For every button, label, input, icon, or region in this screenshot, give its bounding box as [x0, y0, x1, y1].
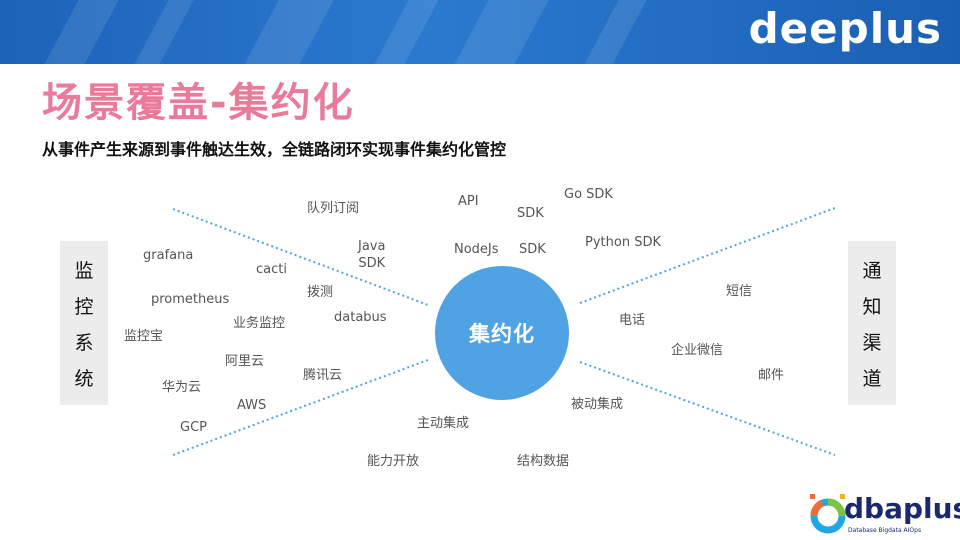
label-aws: AWS: [237, 398, 267, 413]
dbaplus-tagline: Database Bigdata AIOps: [848, 527, 922, 534]
label-go-sdk: Go SDK: [564, 187, 613, 202]
label-huawei-cloud: 华为云: [162, 380, 202, 395]
label-open-capability: 能力开放: [367, 454, 420, 469]
hub-label: 集约化: [469, 322, 535, 346]
line-top-right: [579, 207, 836, 304]
line-top-left: [172, 208, 429, 306]
label-sms: 短信: [726, 284, 753, 299]
hub-circle: 集约化: [435, 266, 569, 400]
notification-channel-box: 通 知 渠 道: [848, 241, 896, 405]
label-nodejs: NodeJs: [454, 242, 499, 257]
label-aliyun: 阿里云: [225, 354, 265, 369]
slide-subtitle: 从事件产生来源到事件触达生效，全链路闭环实现事件集约化管控: [42, 140, 507, 159]
side-char: 统: [74, 367, 94, 390]
label-wechat-work: 企业微信: [671, 343, 724, 358]
label-sdk: SDK: [517, 206, 544, 221]
label-dial-test: 拨测: [307, 285, 334, 300]
label-java-sdk: Java SDK: [358, 239, 386, 271]
side-char: 监: [74, 259, 94, 282]
slide-title: 场景覆盖-集约化: [42, 80, 355, 126]
line-bottom-left: [172, 359, 429, 456]
label-active-integration: 主动集成: [417, 416, 470, 431]
side-char: 渠: [862, 331, 882, 354]
label-grafana: grafana: [143, 248, 194, 263]
label-queue-subscribe: 队列订阅: [307, 201, 360, 216]
deeplus-logo: deeplus: [748, 4, 942, 53]
label-sdk-2: SDK: [519, 242, 546, 257]
label-python-sdk: Python SDK: [585, 235, 661, 250]
monitoring-system-box: 监 控 系 统: [60, 241, 108, 405]
side-char: 通: [862, 259, 882, 282]
label-api: API: [458, 194, 479, 209]
header-banner: deeplus: [0, 0, 960, 64]
dbaplus-logo: dbaplus Database Bigdata AIOps: [808, 492, 960, 536]
label-business-monitor: 业务监控: [233, 316, 286, 331]
label-jiankongbao: 监控宝: [124, 329, 164, 344]
side-char: 系: [74, 331, 94, 354]
label-tencent-cloud: 腾讯云: [303, 368, 343, 383]
label-email: 邮件: [758, 368, 785, 383]
label-gcp: GCP: [180, 420, 207, 435]
label-passive-integration: 被动集成: [571, 397, 624, 412]
label-databus: databus: [334, 310, 387, 325]
label-prometheus: prometheus: [151, 292, 230, 307]
dbaplus-wordmark: dbaplus: [844, 492, 960, 525]
label-phone: 电话: [619, 313, 646, 328]
label-structured-data: 结构数据: [517, 454, 570, 469]
side-char: 知: [862, 295, 882, 318]
line-bottom-right: [579, 361, 836, 456]
side-char: 道: [862, 367, 882, 390]
label-cacti: cacti: [256, 262, 287, 277]
dbaplus-mark-icon: [810, 494, 846, 534]
side-char: 控: [74, 295, 94, 318]
